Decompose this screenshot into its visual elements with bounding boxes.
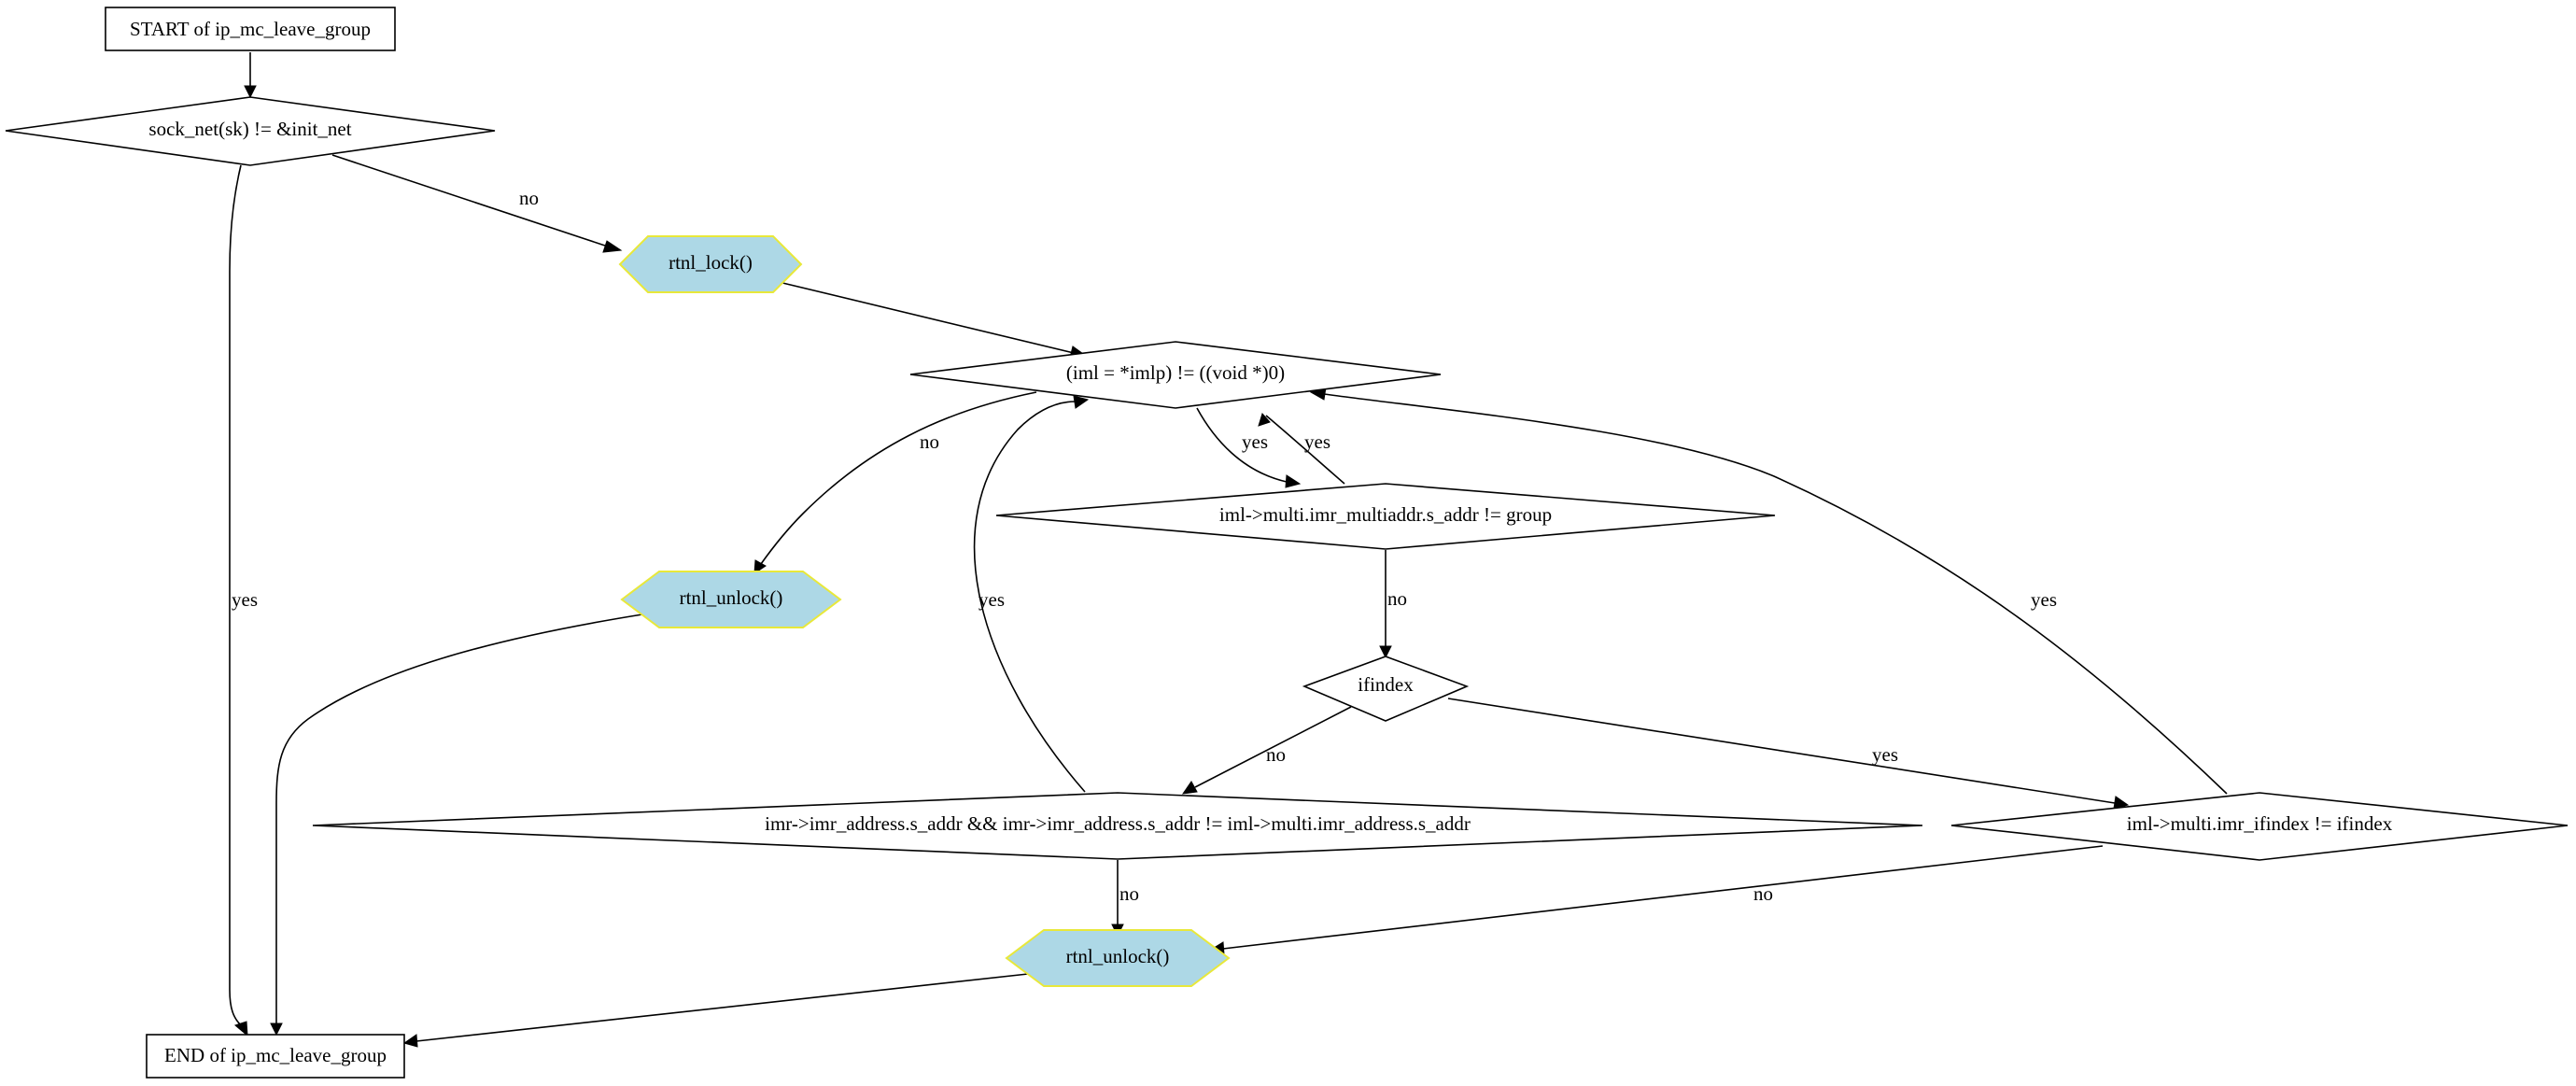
- edge-loop-no: [760, 391, 1037, 565]
- edge-label-loop-yes: yes: [1242, 430, 1268, 453]
- edge-label-imr-ifindex-no: no: [1753, 882, 1773, 905]
- rtnl-unlock-2-label: rtnl_unlock(): [1066, 945, 1170, 967]
- arrowhead: [602, 240, 623, 253]
- decision-loop: (iml = *imlp) != ((void *)0): [909, 341, 1442, 409]
- edge-lock-to-loop: [778, 281, 1075, 354]
- edge-label-ifindex-no: no: [1266, 743, 1286, 766]
- start-node: START of ip_mc_leave_group: [105, 7, 396, 51]
- rtnl-unlock-node-1: rtnl_unlock(): [620, 571, 842, 628]
- edge-imr-ifindex-no: [1222, 845, 2104, 950]
- edge-unlock1-to-end: [275, 614, 643, 1023]
- arrowhead: [402, 1034, 418, 1048]
- edge-ifindex-no: [1194, 706, 1352, 788]
- rtnl-unlock-node-2: rtnl_unlock(): [1005, 929, 1231, 987]
- edge-unlock2-to-end: [415, 973, 1029, 1042]
- edge-net-yes: [229, 164, 242, 1026]
- edge-net-no: [331, 154, 612, 248]
- edge-label-net-yes: yes: [232, 588, 258, 611]
- decision-net: sock_net(sk) != &init_net: [5, 96, 496, 166]
- edge-ifindex-yes: [1447, 698, 2116, 804]
- edge-address-yes: [973, 401, 1086, 793]
- end-node: END of ip_mc_leave_group: [146, 1034, 405, 1079]
- edge-label-loop-no: no: [920, 430, 939, 453]
- edge-label-imr-ifindex-yes: yes: [2031, 588, 2057, 611]
- arrowhead: [244, 85, 257, 99]
- decision-address: imr->imr_address.s_addr && imr->imr_addr…: [312, 792, 1923, 860]
- edge-label-multiaddr-no: no: [1387, 587, 1407, 610]
- arrowhead: [1379, 645, 1392, 659]
- arrowhead: [1285, 474, 1302, 488]
- edge-loop-yes: [1196, 407, 1288, 483]
- decision-net-label: sock_net(sk) != &init_net: [148, 118, 351, 140]
- edge-imr-ifindex-yes: [1323, 393, 2228, 795]
- decision-multiaddr-label: iml->multi.imr_multiaddr.s_addr != group: [1219, 503, 1552, 526]
- arrowhead: [233, 1021, 248, 1037]
- decision-ifindex: ifindex: [1302, 656, 1470, 722]
- edge-label-ifindex-yes: yes: [1872, 743, 1898, 766]
- arrowhead: [1258, 413, 1271, 427]
- rtnl-unlock-1-label: rtnl_unlock(): [680, 586, 783, 609]
- decision-ifindex-label: ifindex: [1358, 673, 1414, 696]
- decision-imr-ifindex: iml->multi.imr_ifindex != ifindex: [1950, 792, 2569, 861]
- edge-label-address-yes: yes: [978, 588, 1005, 611]
- end-node-label: END of ip_mc_leave_group: [164, 1044, 387, 1066]
- edge-label-net-no: no: [519, 187, 539, 209]
- start-node-label: START of ip_mc_leave_group: [130, 18, 371, 40]
- arrowhead: [1073, 395, 1090, 409]
- decision-multiaddr: iml->multi.imr_multiaddr.s_addr != group: [995, 483, 1776, 550]
- rtnl-lock-label: rtnl_lock(): [669, 251, 753, 274]
- arrowhead: [1181, 781, 1198, 795]
- arrowhead: [270, 1023, 283, 1037]
- edge-label-address-no: no: [1119, 882, 1139, 905]
- edge-multiaddr-yes: [1265, 415, 1345, 485]
- rtnl-lock-node: rtnl_lock(): [618, 235, 803, 293]
- decision-loop-label: (iml = *imlp) != ((void *)0): [1066, 361, 1285, 384]
- decision-address-label: imr->imr_address.s_addr && imr->imr_addr…: [765, 812, 1471, 835]
- edge-label-multiaddr-yes: yes: [1304, 430, 1330, 453]
- decision-imr-ifindex-label: iml->multi.imr_ifindex != ifindex: [2127, 812, 2393, 835]
- arrowhead: [753, 559, 767, 574]
